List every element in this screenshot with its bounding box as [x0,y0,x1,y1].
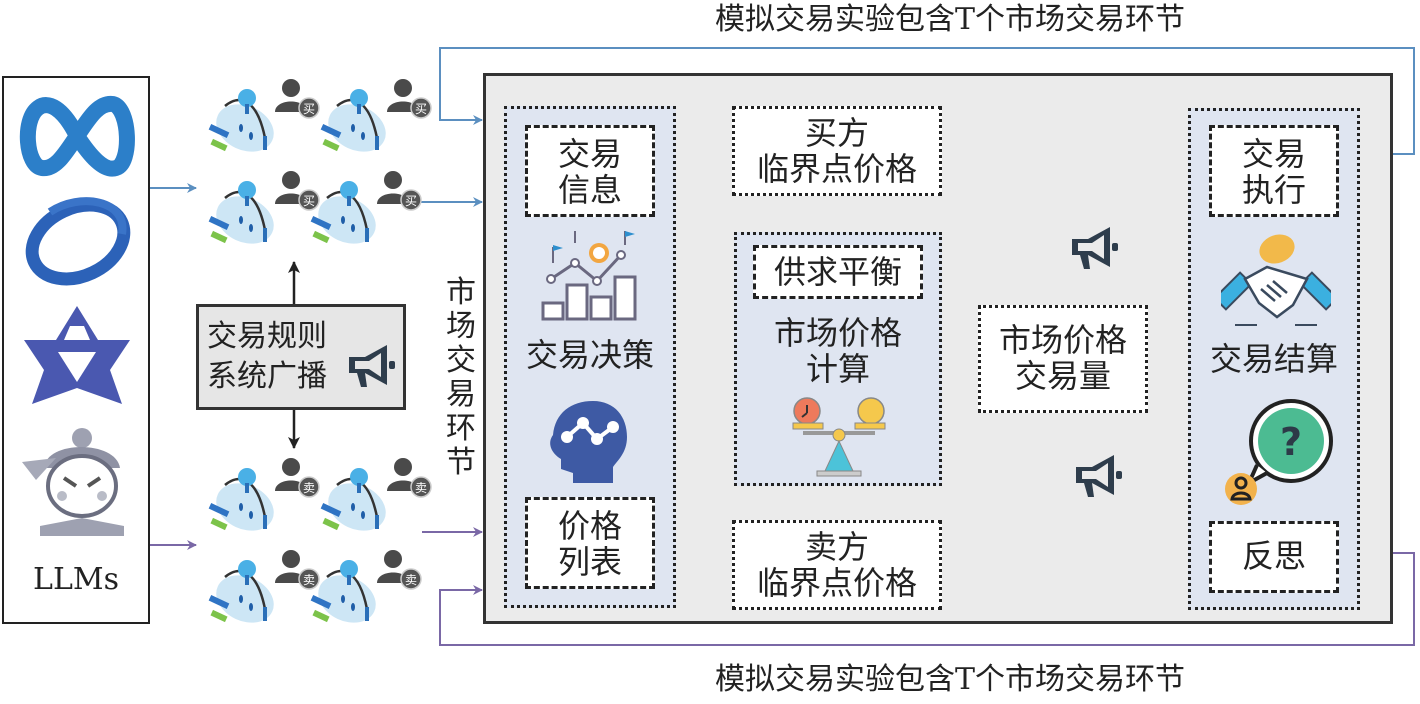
seller-price-line2: 临界点价格 [756,564,917,602]
svg-text:买: 买 [303,194,315,208]
trade-info-line1: 交易 [557,135,622,173]
trade-info-line2: 信息 [557,171,622,209]
buyer-agent-group: 买买买买 [205,76,445,256]
vertical-label-char: 节 [446,445,476,480]
vertical-stage-label: 市场交易环节 [444,276,478,480]
vertical-label-char: 交 [446,343,476,378]
seller-agent: 卖 [320,458,432,531]
price-calc-panel: 供求平衡 市场价格 计算 [734,232,942,486]
vertical-label-char: 场 [446,309,476,344]
seller-agent: 卖 [208,550,320,623]
trade-exec-box: 交易 执行 [1209,125,1339,217]
calc-line2: 计算 [805,350,870,388]
agent-item: 买 [205,168,325,262]
reflection-box: 反思 [1209,521,1339,593]
trade-exec-line2: 执行 [1241,171,1306,209]
svg-text:卖: 卖 [405,573,417,587]
supply-demand-label: 供求平衡 [773,253,902,291]
svg-text:卖: 卖 [303,573,315,587]
question-reflection-icon: ? [1225,399,1333,505]
chart-coin-icon [541,231,637,321]
agent-item: 卖 [205,455,325,549]
megaphone-icon [349,345,395,387]
agent-item: 买 [205,76,325,170]
seller-agent: 卖 [208,458,320,531]
broadcast-line2: 系统广播 [207,359,327,394]
buyer-price-line2: 临界点价格 [756,150,917,188]
llm-panel: LLMs [2,76,150,624]
buyer-agent: 买 [320,79,432,152]
ring-swirl-icon [25,197,131,286]
price-list-line1: 价格 [557,507,622,545]
star-hexagram-icon [24,306,130,404]
loop-bottom [439,552,1415,646]
svg-text:买: 买 [415,102,427,116]
megaphone-icon [1072,227,1118,269]
seller-agent-group: 卖卖卖卖 [205,455,445,635]
svg-text:卖: 卖 [415,481,427,495]
meta-infinity-icon [19,95,135,177]
buyer-agent: 买 [208,79,320,152]
agent-item: 买 [317,76,437,170]
loop-title-top: 模拟交易实验包含T个市场交易环节 [714,2,1185,37]
vertical-label-char: 易 [446,377,476,412]
buyer-agent: 买 [310,171,422,244]
result-line1: 市场价格 [998,321,1127,359]
reflection-label: 反思 [1241,537,1306,575]
trade-info-box: 交易 信息 [525,125,655,217]
brain-head-icon [550,401,627,483]
loop-title-bottom: 模拟交易实验包含T个市场交易环节 [714,662,1185,697]
supply-demand-box: 供求平衡 [753,245,923,299]
agent-item: 卖 [317,455,437,549]
svg-text:买: 买 [303,102,315,116]
buyer-threshold-price-box: 买方 临界点价格 [732,106,942,196]
price-list-box: 价格 列表 [525,497,655,589]
result-line2: 交易量 [1014,357,1111,395]
agent-item: 卖 [307,547,427,641]
svg-text:卖: 卖 [303,481,315,495]
rule-broadcast-box: 交易规则 系统广播 [196,304,406,410]
llms-label: LLMs [33,562,119,597]
calc-line1: 市场价格 [773,314,902,352]
warrior-character-icon [22,428,124,536]
decision-label: 交易决策 [525,336,654,374]
megaphone-icon [1076,455,1122,497]
seller-agent: 卖 [310,550,422,623]
buyer-price-line1: 买方 [804,114,869,152]
handshake-coin-icon [1221,234,1331,326]
trade-exec-line1: 交易 [1241,135,1306,173]
svg-text:?: ? [1280,420,1302,464]
agent-item: 买 [307,168,427,262]
price-list-line2: 列表 [557,543,622,581]
loop-top [439,47,1415,155]
vertical-label-char: 环 [446,411,476,446]
svg-text:买: 买 [405,194,417,208]
agent-item: 卖 [205,547,325,641]
seller-threshold-price-box: 卖方 临界点价格 [732,520,942,610]
price-volume-box: 市场价格 交易量 [978,305,1148,413]
vertical-label-char: 市 [446,275,476,310]
decision-panel: 交易 信息 交易决策 价格 列表 [504,106,676,608]
buyer-agent: 买 [208,171,320,244]
broadcast-line1: 交易规则 [207,319,327,354]
balance-scale-icon [792,397,886,477]
settle-label: 交易结算 [1209,340,1338,378]
settlement-panel: 交易 执行 交易结算 ? 反思 [1188,108,1360,610]
seller-price-line1: 卖方 [804,528,869,566]
